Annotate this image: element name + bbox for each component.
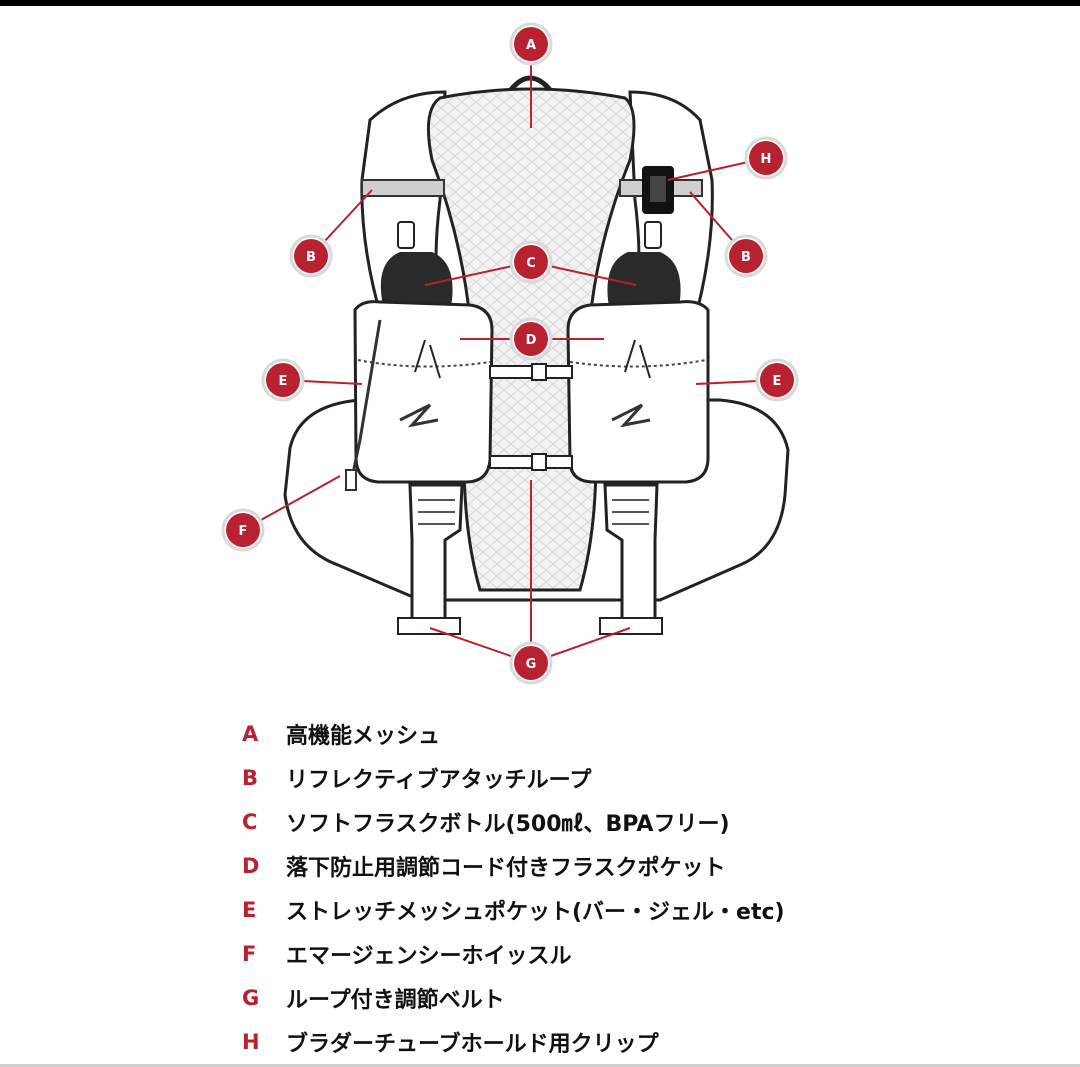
callout-e-left: E	[261, 358, 305, 402]
legend-item-d: D 落下防止用調節コード付きフラスクポケット	[242, 844, 962, 888]
callout-c: C	[509, 240, 553, 284]
legend-item-h: H ブラダーチューブホールド用クリップ	[242, 1020, 962, 1064]
legend-letter: A	[242, 722, 259, 746]
left-reflective-loop	[361, 179, 445, 197]
callout-letter: E	[279, 374, 288, 389]
callout-f: F	[221, 508, 265, 552]
legend-text: エマージェンシーホイッスル	[286, 944, 572, 969]
legend-item-c: C ソフトフラスクボトル(500㎖、BPAフリー)	[242, 800, 962, 844]
legend-letter: D	[242, 854, 260, 878]
legend-item-a: A 高機能メッシュ	[242, 712, 962, 756]
callout-letter: E	[773, 374, 782, 389]
emergency-whistle	[350, 319, 382, 479]
callout-letter: G	[526, 657, 537, 672]
callout-e-right: E	[755, 358, 799, 402]
right-stretch-pocket	[566, 300, 710, 484]
callout-b-left: B	[289, 234, 333, 278]
legend-letter: B	[242, 766, 259, 790]
vest-diagram: A B B C D E E F G H	[221, 22, 799, 685]
legend-text: ループ付き調節ベルト	[286, 988, 505, 1013]
callout-h: H	[744, 136, 788, 180]
callout-letter: F	[239, 524, 248, 539]
callout-a: A	[509, 22, 553, 66]
legend-item-e: E ストレッチメッシュポケット(バー・ジェル・etc)	[242, 888, 962, 932]
callout-letter: C	[526, 256, 536, 271]
legend-item-b: B リフレクティブアタッチループ	[242, 756, 962, 800]
legend-letter: G	[242, 986, 260, 1010]
legend-text: 高機能メッシュ	[286, 724, 441, 749]
callout-letter: A	[526, 38, 536, 53]
legend-text: ブラダーチューブホールド用クリップ	[286, 1032, 659, 1057]
right-strap-end	[599, 617, 663, 635]
legend-letter: H	[242, 1030, 260, 1054]
bottom-edge-bar	[0, 1064, 1080, 1067]
legend-text: 落下防止用調節コード付きフラスクポケット	[286, 856, 726, 881]
legend-letter: C	[242, 810, 258, 834]
callout-letter: D	[526, 333, 537, 348]
top-edge-bar	[0, 0, 1080, 6]
legend-letter: F	[242, 942, 257, 966]
callout-letter: H	[761, 152, 772, 167]
left-stretch-pocket	[353, 300, 494, 484]
callout-letter: B	[741, 250, 751, 265]
left-strap-end	[397, 617, 461, 635]
feature-legend: A 高機能メッシュ B リフレクティブアタッチループ C ソフトフラスクボトル(…	[242, 712, 962, 1064]
legend-text: ストレッチメッシュポケット(バー・ジェル・etc)	[286, 900, 785, 925]
callout-letter: B	[306, 250, 316, 265]
callout-g: G	[509, 641, 553, 685]
callout-b-right: B	[724, 234, 768, 278]
legend-letter: E	[242, 898, 257, 922]
legend-item-g: G ループ付き調節ベルト	[242, 976, 962, 1020]
legend-text: リフレクティブアタッチループ	[286, 768, 592, 793]
legend-text: ソフトフラスクボトル(500㎖、BPAフリー)	[286, 812, 730, 837]
left-side-strap	[408, 483, 464, 624]
callout-d: D	[509, 317, 553, 361]
legend-item-f: F エマージェンシーホイッスル	[242, 932, 962, 976]
